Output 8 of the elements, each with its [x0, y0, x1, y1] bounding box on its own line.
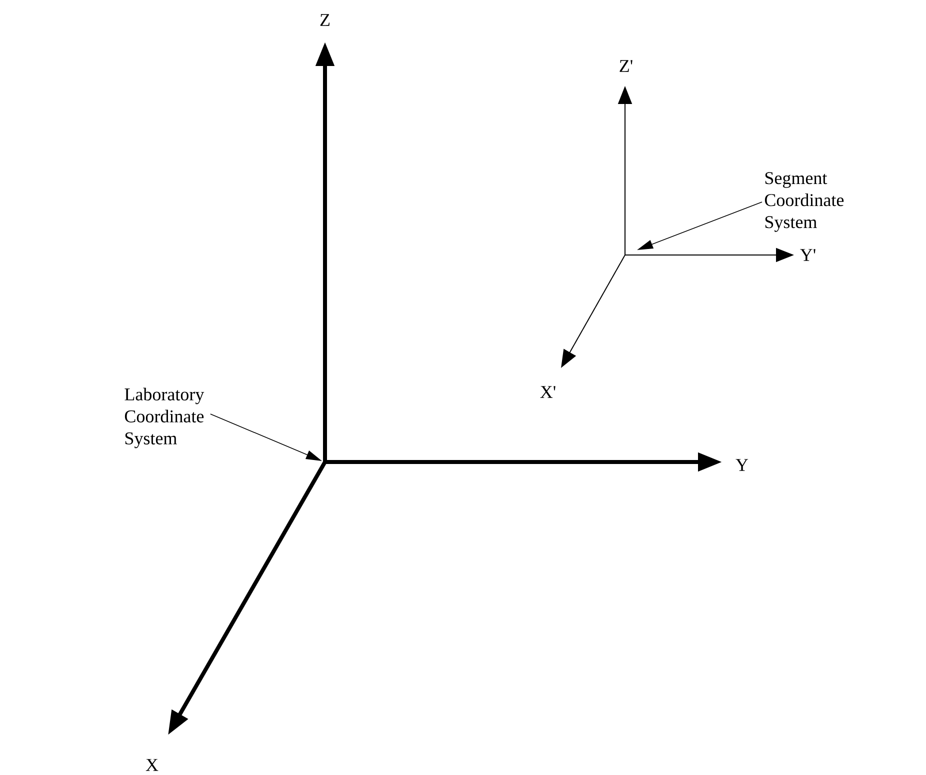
axis-label: X'	[540, 386, 556, 398]
axis-label: X	[146, 759, 158, 771]
callout-text: Segment Coordinate System	[764, 172, 844, 232]
callout-text: Laboratory Coordinate System	[124, 388, 204, 448]
axis-label: Z	[320, 14, 330, 26]
axis-label: Y'	[800, 249, 816, 261]
axis-label: Y	[736, 459, 748, 471]
axis-label: Z'	[620, 60, 632, 72]
